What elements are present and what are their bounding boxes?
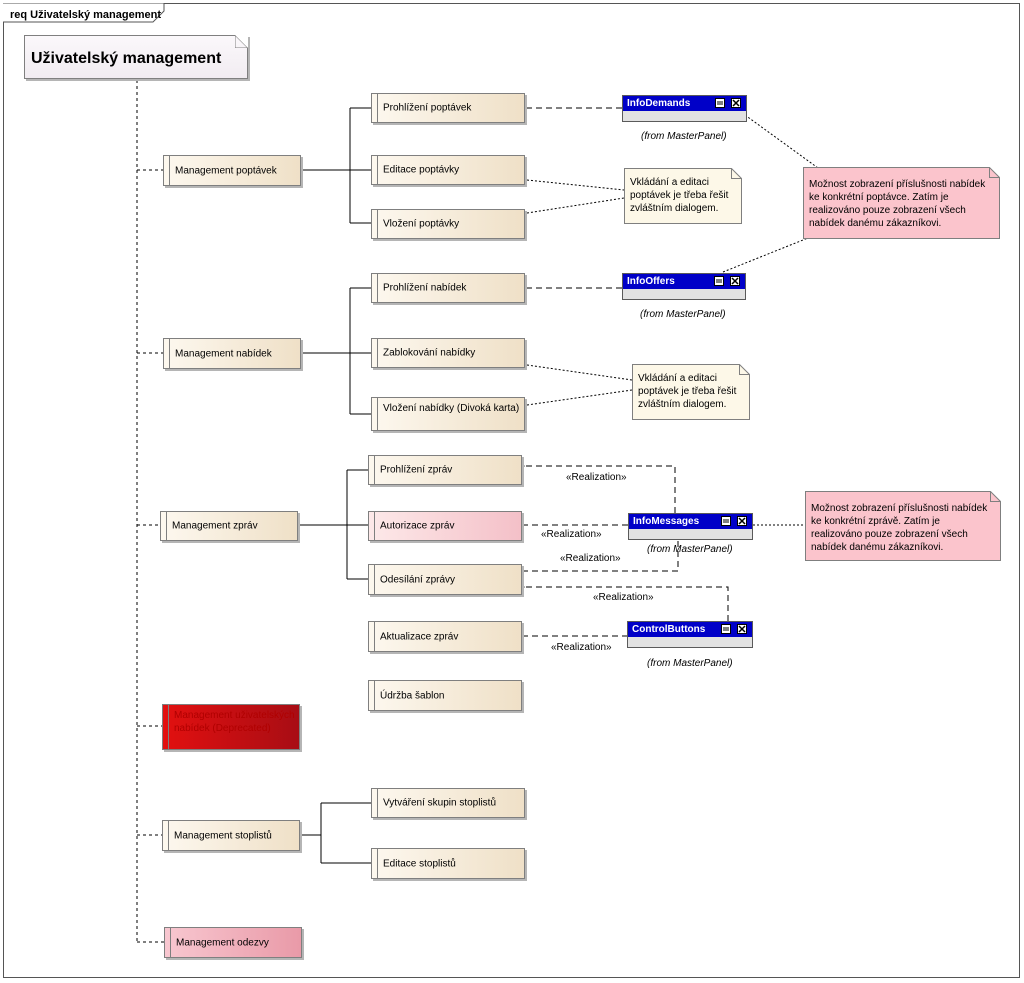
req-odesilani-zpravy[interactable]: Odesílání zprávy: [368, 564, 522, 595]
req-editace-stoplistu[interactable]: Editace stoplistů: [371, 848, 525, 879]
req-management-uzivatelskych-nabidek[interactable]: Management uživatelských nabídek (Deprec…: [162, 704, 300, 750]
req-management-stoplistu[interactable]: Management stoplistů: [162, 820, 300, 851]
close-icon[interactable]: [731, 98, 741, 108]
realization-label: «Realization»: [551, 642, 612, 653]
req-editace-poptavky[interactable]: Editace poptávky: [371, 155, 525, 185]
close-icon[interactable]: [737, 624, 747, 634]
note-vkladani-nabidky: Vkládání a editaci poptávek je třeba řeš…: [632, 364, 750, 420]
realization-label: «Realization»: [541, 529, 602, 540]
req-vlozeni-poptavky[interactable]: Vložení poptávky: [371, 209, 525, 239]
close-icon[interactable]: [737, 516, 747, 526]
diagram-frame: [3, 3, 1020, 978]
from-label: (from MasterPanel): [647, 544, 733, 555]
realization-label: «Realization»: [593, 592, 654, 603]
minimize-icon[interactable]: [721, 624, 731, 634]
req-management-odezvy[interactable]: Management odezvy: [164, 927, 302, 958]
frame-label: req Uživatelský management: [10, 9, 162, 21]
req-aktualizace-zprav[interactable]: Aktualizace zpráv: [368, 621, 522, 652]
realization-label: «Realization»: [566, 472, 627, 483]
component-controlbuttons[interactable]: ControlButtons: [627, 621, 753, 648]
component-name: InfoOffers: [627, 276, 675, 287]
note-vkladani-poptavky: Vkládání a editaci poptávek je třeba řeš…: [624, 168, 742, 224]
package-title-box: Uživatelský management: [24, 35, 248, 79]
frame-tab: req Uživatelský management: [3, 3, 165, 23]
note-prislusnost-zprave: Možnost zobrazení příslušnosti nabídek k…: [805, 491, 1001, 561]
req-prohlizeni-nabidek[interactable]: Prohlížení nabídek: [371, 273, 525, 303]
minimize-icon[interactable]: [714, 276, 724, 286]
from-label: (from MasterPanel): [647, 658, 733, 669]
req-vytvareni-skupin-stoplistu[interactable]: Vytváření skupin stoplistů: [371, 788, 525, 818]
package-title: Uživatelský management: [31, 50, 222, 67]
component-name: InfoMessages: [633, 516, 700, 527]
from-label: (from MasterPanel): [641, 131, 727, 142]
realization-label: «Realization»: [560, 553, 621, 564]
from-label: (from MasterPanel): [640, 309, 726, 320]
req-management-zprav[interactable]: Management zpráv: [160, 511, 298, 541]
req-autorizace-zprav[interactable]: Autorizace zpráv: [368, 511, 522, 541]
component-infooffers[interactable]: InfoOffers: [622, 273, 746, 300]
req-zablokovani-nabidky[interactable]: Zablokování nabídky: [371, 338, 525, 368]
minimize-icon[interactable]: [721, 516, 731, 526]
req-udrzba-sablon[interactable]: Údržba šablon: [368, 680, 522, 711]
component-infomessages[interactable]: InfoMessages: [628, 513, 753, 540]
component-infodemands[interactable]: InfoDemands: [622, 95, 747, 122]
component-name: InfoDemands: [627, 98, 691, 109]
req-management-poptavek[interactable]: Management poptávek: [163, 155, 301, 186]
req-prohlizeni-zprav[interactable]: Prohlížení zpráv: [368, 455, 522, 485]
minimize-icon[interactable]: [715, 98, 725, 108]
req-vlozeni-nabidky[interactable]: Vložení nabídky (Divoká karta): [371, 397, 525, 431]
component-name: ControlButtons: [632, 624, 706, 635]
close-icon[interactable]: [730, 276, 740, 286]
req-prohlizeni-poptavek[interactable]: Prohlížení poptávek: [371, 93, 525, 123]
req-management-nabidek[interactable]: Management nabídek: [163, 338, 301, 369]
note-prislusnost-poptavce: Možnost zobrazení příslušnosti nabídek k…: [803, 167, 1000, 239]
